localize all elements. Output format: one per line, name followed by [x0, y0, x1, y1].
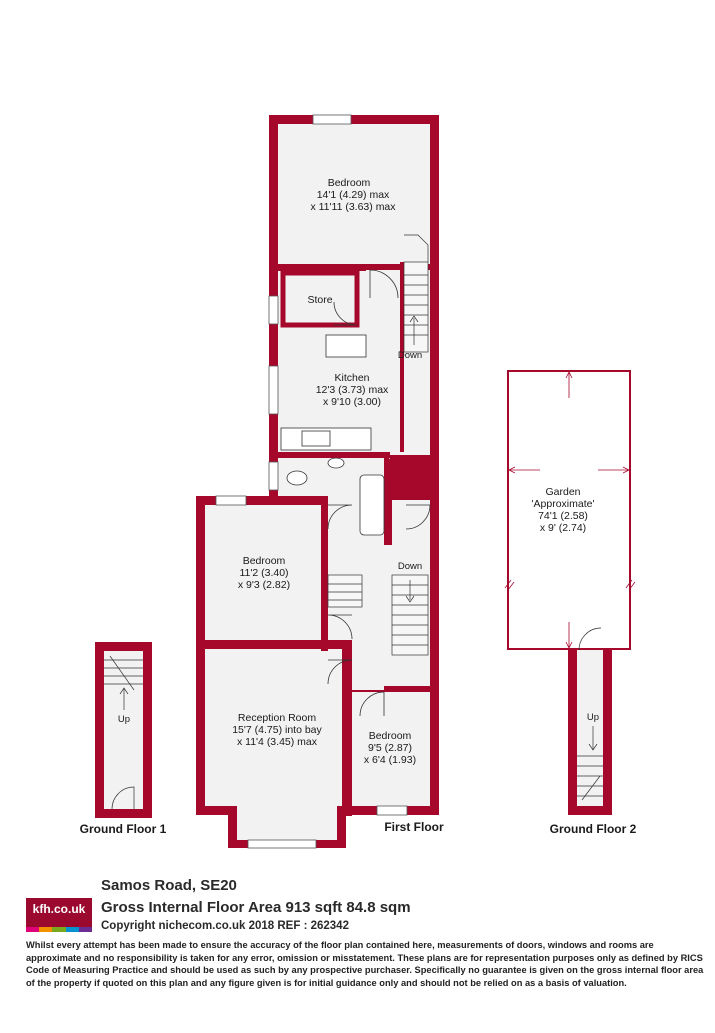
disclaimer-text: Whilst every attempt has been made to en… — [26, 940, 704, 988]
bedroom-3-name: Bedroom — [369, 730, 412, 742]
ground-floor-1-plan: Up Ground Floor 1 — [80, 642, 167, 836]
garden-dim2: x 9' (2.74) — [540, 522, 586, 534]
garden-name: Garden — [545, 486, 580, 498]
first-floor-plan: Bedroom 14'1 (4.29) max x 11'11 (3.63) m… — [196, 114, 444, 849]
door-bedroom3 — [359, 691, 385, 717]
kitchen-name: Kitchen — [334, 372, 369, 384]
property-address: Samos Road, SE20 — [101, 877, 237, 894]
stairs-down-lower-label: Down — [398, 561, 422, 572]
stairs-upper — [403, 234, 429, 353]
wall-bath-side — [384, 452, 392, 545]
wall-bedroom2-right — [321, 496, 328, 651]
logo-bar-1 — [26, 927, 40, 932]
logo-bar-3 — [52, 927, 66, 932]
gf2-stairs — [577, 627, 603, 801]
garden-dim1: 74'1 (2.58) — [538, 510, 588, 522]
kitchen-dim1: 12'3 (3.73) max — [316, 384, 389, 396]
stairs-down-upper-label: Down — [398, 350, 422, 361]
bedroom-3-floor — [352, 692, 430, 806]
gf2-up-label: Up — [587, 712, 599, 723]
bedroom-2-dim2: x 9'3 (2.82) — [238, 579, 290, 591]
gf1-up-label: Up — [118, 714, 130, 725]
wall-kitchen-bath — [278, 452, 390, 458]
reception-bay-floor — [237, 806, 337, 840]
garden-outline — [507, 370, 631, 650]
store-shelf — [325, 334, 367, 358]
wall-bedroom2-reception — [196, 640, 348, 649]
bedroom-2-dim1: 11'2 (3.40) — [239, 567, 288, 579]
kfh-logo: kfh.co.uk — [26, 898, 93, 932]
bedroom-1-dim1: 14'1 (4.29) max — [317, 189, 390, 201]
window-bedroom3 — [376, 805, 408, 816]
door-kitchen — [369, 269, 399, 299]
window-kitchen — [268, 365, 279, 415]
garden-approx: 'Approximate' — [532, 498, 595, 510]
window-bedroom2 — [215, 495, 247, 506]
gf1-stairs — [104, 655, 143, 810]
bedroom-2-floor — [205, 505, 321, 640]
ground-floor-2-label: Ground Floor 2 — [550, 822, 637, 836]
first-floor-label: First Floor — [384, 820, 444, 834]
store-floor — [280, 270, 360, 328]
logo-bar-4 — [65, 927, 79, 932]
bathtub — [359, 474, 385, 536]
wall-bedroom3-top — [384, 686, 430, 692]
bedroom-1-floor — [278, 124, 430, 264]
door-bath — [327, 504, 353, 530]
kfh-logo-colour-bar — [26, 927, 93, 932]
wash-basin — [327, 457, 345, 469]
toilet — [286, 470, 308, 486]
reception-name: Reception Room — [238, 712, 316, 724]
door-landing — [405, 504, 431, 530]
logo-bar-5 — [78, 927, 93, 932]
ground-floor-2-plan: Up Ground Floor 2 — [550, 627, 637, 836]
garden-dimension-arrows — [504, 371, 636, 649]
reception-dim1: 15'7 (4.75) into bay — [232, 724, 322, 736]
window-store — [268, 295, 279, 325]
wall-stair-divider — [400, 262, 404, 452]
door-reception — [327, 659, 353, 685]
bedroom-1-name: Bedroom — [328, 177, 371, 189]
window-bath — [268, 461, 279, 491]
garden-plan: Garden 'Approximate' 74'1 (2.58) x 9' (2… — [504, 370, 636, 650]
kfh-logo-text: kfh.co.uk — [32, 902, 86, 916]
door-bedroom2 — [327, 614, 353, 640]
ground-floor-1-label: Ground Floor 1 — [80, 822, 167, 836]
reception-dim2: x 11'4 (3.45) max — [237, 736, 318, 748]
bedroom-3-dim2: x 6'4 (1.93) — [364, 754, 416, 766]
window-bedroom1 — [312, 114, 352, 125]
bedroom-2-name: Bedroom — [243, 555, 286, 567]
door-store — [333, 301, 358, 326]
wall-reception-right — [342, 640, 352, 816]
wall-bedroom2-top — [196, 496, 327, 505]
floor-area: Gross Internal Floor Area 913 sqft 84.8 … — [101, 899, 411, 916]
store-name: Store — [307, 294, 332, 306]
kitchen-dim2: x 9'10 (3.00) — [323, 396, 381, 408]
reception-floor — [205, 649, 342, 806]
window-bay — [247, 839, 317, 849]
stairs-lower — [327, 574, 429, 656]
bedroom-3-dim1: 9'5 (2.87) — [368, 742, 412, 754]
wall-bedroom-kitchen — [278, 264, 366, 271]
copyright-ref: Copyright nichecom.co.uk 2018 REF : 2623… — [101, 920, 349, 932]
bedroom-1-dim2: x 11'11 (3.63) max — [310, 201, 396, 213]
kitchen-sink — [301, 430, 331, 447]
gf1-floor — [104, 651, 143, 809]
gf2-floor — [577, 650, 603, 806]
logo-bar-2 — [39, 927, 53, 932]
